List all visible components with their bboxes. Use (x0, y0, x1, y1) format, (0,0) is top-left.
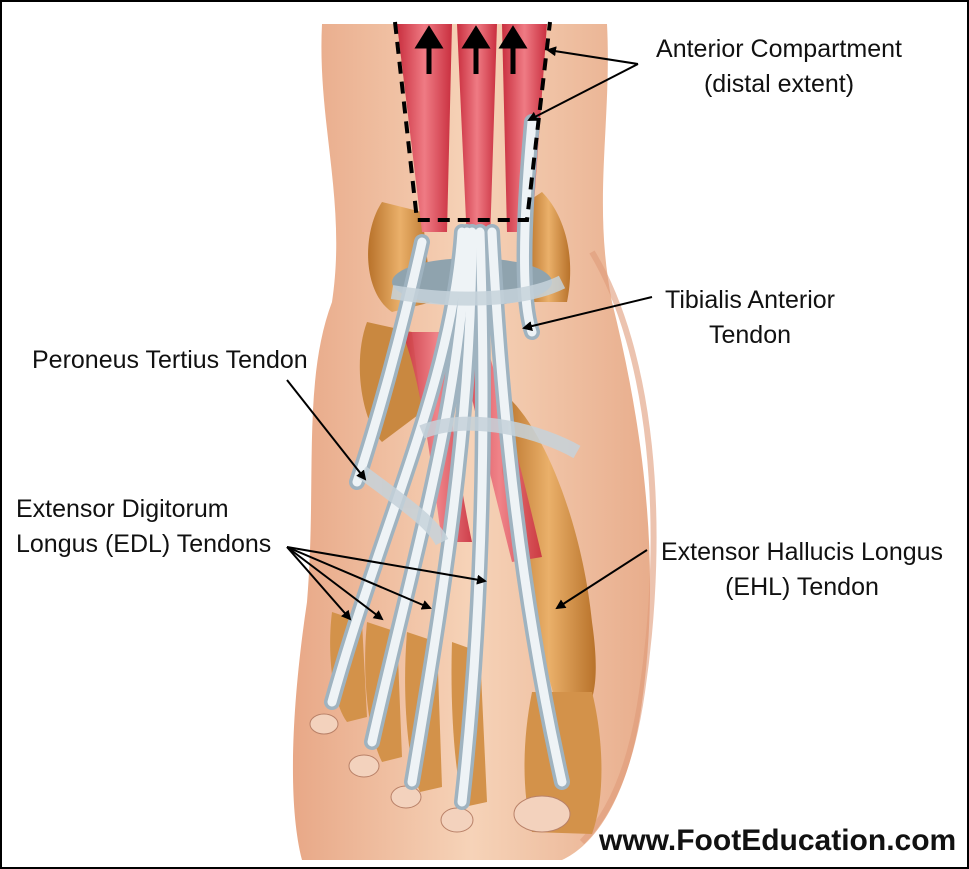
edl-line-1: Extensor Digitorum (16, 495, 229, 523)
ehl-label: Extensor Hallucis Longus (EHL) Tendon (652, 535, 952, 605)
tibialis-anterior-line-2: Tendon (708, 321, 792, 349)
edl-line-2: Longus (EDL) Tendons (16, 530, 272, 558)
anterior-compartment-outline (393, 21, 552, 222)
extensor-retinacula (357, 275, 581, 546)
peroneus-tertius-line-1: Peroneus Tertius Tendon (32, 346, 308, 374)
ehl-line-2: (EHL) Tendon (725, 573, 879, 601)
watermark: www.FootEducation.com (599, 824, 957, 857)
anterior-compartment-label: Anterior Compartment (distal extent) (639, 32, 919, 102)
toenails (309, 713, 571, 833)
ehl-line-1: Extensor Hallucis Longus (660, 538, 944, 566)
peroneus-tertius-label: Peroneus Tertius Tendon (32, 343, 308, 378)
edl-label: Extensor Digitorum Longus (EDL) Tendons (16, 492, 271, 562)
proximal-arrows (414, 25, 528, 74)
anterior-compartment-line-1: Anterior Compartment (656, 35, 902, 63)
anterior-compartment-line-2: (distal extent) (703, 70, 855, 98)
tibialis-anterior-label: Tibialis Anterior Tendon (652, 283, 848, 353)
tibialis-anterior-line-1: Tibialis Anterior (665, 286, 835, 314)
label-pointers (286, 46, 653, 621)
